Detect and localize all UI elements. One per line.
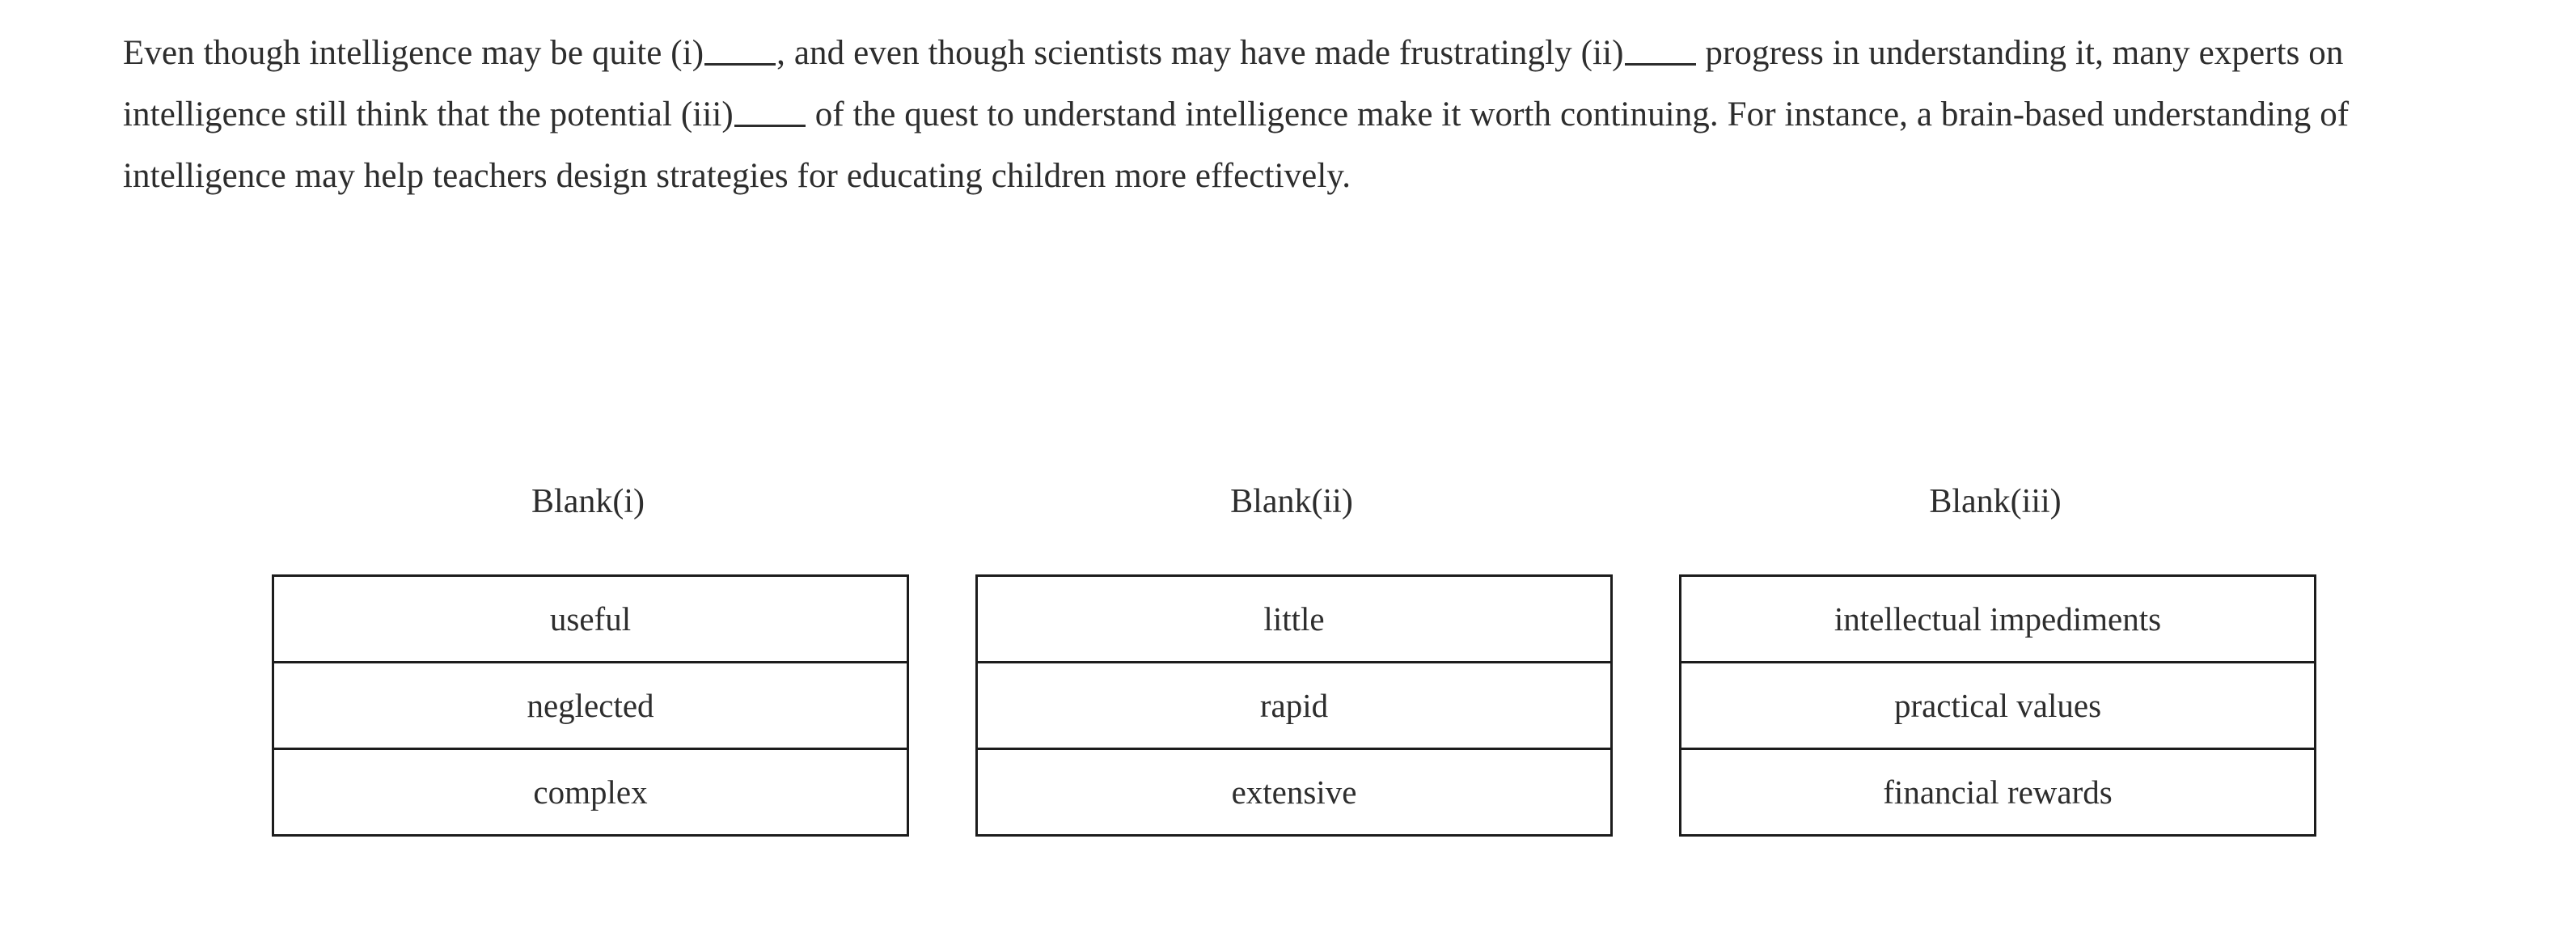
table-row[interactable]: financial rewards xyxy=(1681,748,2314,834)
option-cell[interactable]: little xyxy=(1263,600,1325,638)
table-row[interactable]: extensive xyxy=(978,748,1610,834)
option-cell[interactable]: neglected xyxy=(527,687,654,724)
option-cell[interactable]: practical values xyxy=(1893,687,2102,724)
blank-i-underline xyxy=(704,39,776,66)
option-cell[interactable]: financial rewards xyxy=(1883,773,2113,811)
question-passage: Even though intelligence may be quite (i… xyxy=(123,23,2477,207)
passage-text-part-3: progress in understanding it, many exper… xyxy=(123,34,2344,133)
table-row[interactable]: little xyxy=(978,577,1610,661)
passage-text-part-2: , and even though scientists may have ma… xyxy=(776,34,1624,72)
table-row[interactable]: useful xyxy=(274,577,907,661)
option-table-blank-iii: intellectual impediments practical value… xyxy=(1679,574,2316,837)
table-row[interactable]: rapid xyxy=(978,661,1610,748)
option-cell[interactable]: complex xyxy=(533,773,648,811)
blank-iii-underline xyxy=(734,100,806,127)
option-cell[interactable]: useful xyxy=(549,600,632,638)
answer-column-blank-i: Blank(i) useful neglected complex xyxy=(272,482,909,837)
table-row[interactable]: practical values xyxy=(1681,661,2314,748)
column-header-blank-iii: Blank(iii) xyxy=(1929,483,2062,520)
column-header-blank-ii: Blank(ii) xyxy=(1230,483,1353,520)
option-table-blank-i: useful neglected complex xyxy=(272,574,909,837)
column-header-blank-i: Blank(i) xyxy=(531,483,645,520)
answer-column-blank-iii: Blank(iii) intellectual impediments prac… xyxy=(1679,482,2316,837)
passage-text-part-4: of the quest to understand intelligence … xyxy=(123,95,2350,195)
option-cell[interactable]: intellectual impediments xyxy=(1834,600,2162,638)
table-row[interactable]: intellectual impediments xyxy=(1681,577,2314,661)
blank-ii-underline xyxy=(1624,39,1696,66)
option-table-blank-ii: little rapid extensive xyxy=(975,574,1613,837)
passage-text-part-1: Even though intelligence may be quite (i… xyxy=(123,34,704,72)
table-row[interactable]: complex xyxy=(274,748,907,834)
option-cell[interactable]: rapid xyxy=(1259,687,1329,724)
answer-column-blank-ii: Blank(ii) little rapid extensive xyxy=(975,482,1613,837)
table-row[interactable]: neglected xyxy=(274,661,907,748)
option-cell[interactable]: extensive xyxy=(1231,773,1357,811)
